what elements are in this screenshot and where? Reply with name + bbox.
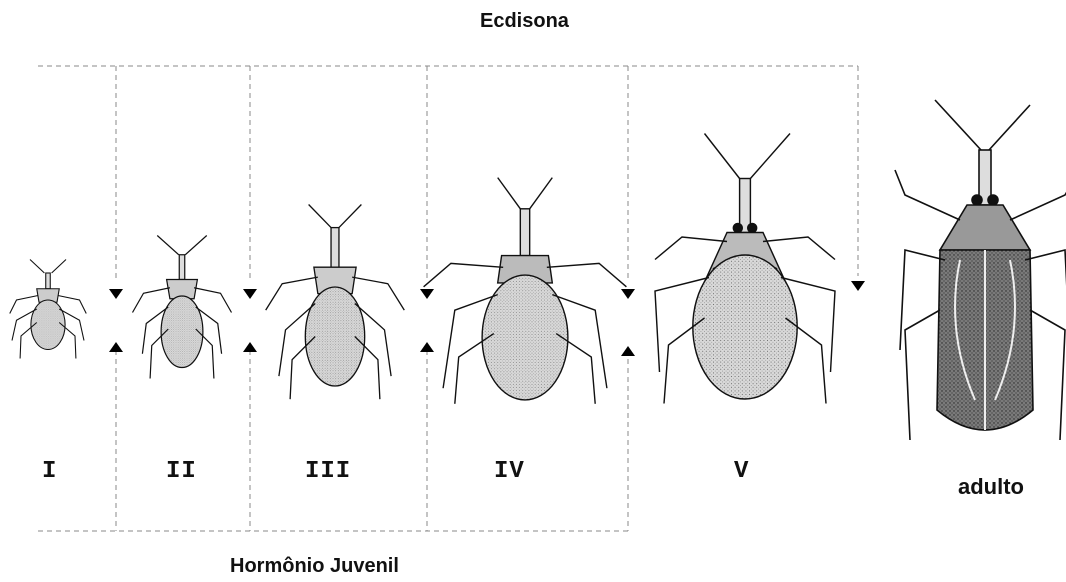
juvenile-hormone-label: Hormônio Juvenil bbox=[230, 555, 399, 578]
arrow-down-icon bbox=[420, 289, 434, 299]
arrow-up-icon bbox=[621, 346, 635, 356]
nymph-stage-1-illustration bbox=[10, 260, 87, 359]
arrow-down-icon bbox=[243, 289, 257, 299]
stage-label-2: II bbox=[166, 458, 197, 485]
arrow-up-icon bbox=[420, 342, 434, 352]
arrow-up-icon bbox=[109, 342, 123, 352]
arrow-down-icon bbox=[621, 289, 635, 299]
arrow-up-icon bbox=[243, 342, 257, 352]
ecdysone-label: Ecdisona bbox=[480, 10, 569, 33]
stage-label-5: V bbox=[734, 458, 749, 485]
stage-label-3: III bbox=[305, 458, 351, 485]
arrow-down-icon bbox=[851, 281, 865, 291]
nymph-stage-3-illustration bbox=[266, 205, 405, 400]
nymph-stage-5-illustration bbox=[655, 134, 835, 404]
stage-label-1: I bbox=[42, 458, 57, 485]
arrow-down-icon bbox=[109, 289, 123, 299]
stage-label-4: IV bbox=[494, 458, 525, 485]
nymph-stage-2-illustration bbox=[133, 236, 232, 379]
adult-label: adulto bbox=[958, 474, 1024, 500]
adult-insect-illustration bbox=[895, 100, 1066, 440]
nymph-stage-4-illustration bbox=[424, 178, 627, 404]
